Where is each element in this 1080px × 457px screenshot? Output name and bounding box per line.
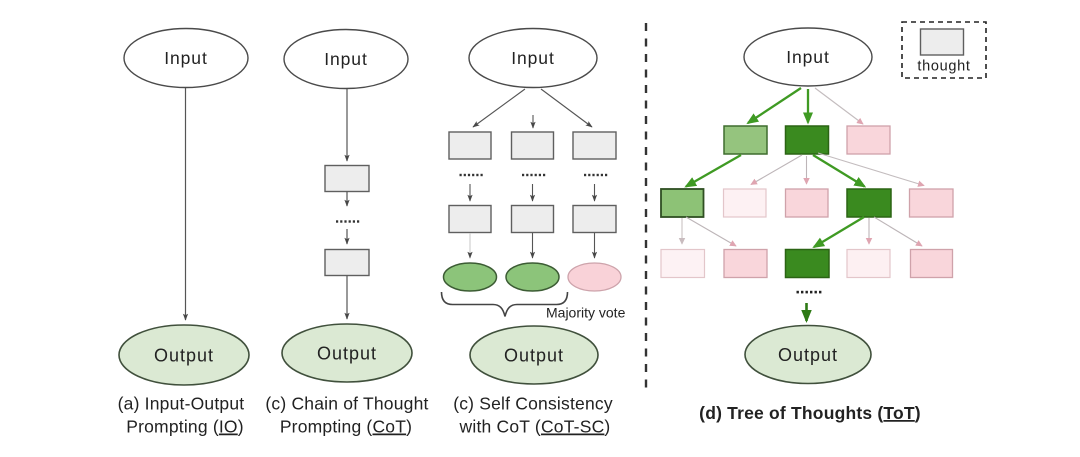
svg-text:Prompting (IO): Prompting (IO) (126, 417, 244, 437)
svg-text:(c) Self Consistency: (c) Self Consistency (453, 394, 613, 414)
svg-text:Input: Input (164, 48, 207, 68)
svg-text:Output: Output (317, 344, 377, 364)
svg-text:Output: Output (154, 346, 214, 366)
svg-text:Input: Input (786, 47, 829, 67)
svg-text:Output: Output (778, 345, 838, 365)
svg-text:(a) Input-Output: (a) Input-Output (118, 394, 245, 414)
svg-text:thought: thought (917, 59, 970, 75)
svg-text:Output: Output (504, 346, 564, 366)
svg-text:Input: Input (324, 49, 367, 69)
svg-text:(d) Tree of Thoughts (ToT): (d) Tree of Thoughts (ToT) (699, 403, 921, 423)
svg-text:Majority vote: Majority vote (546, 305, 626, 321)
svg-text:Input: Input (511, 48, 554, 68)
svg-text:Prompting (CoT): Prompting (CoT) (280, 417, 412, 437)
svg-text:(c) Chain of Thought: (c) Chain of Thought (265, 394, 428, 414)
svg-text:with CoT (CoT-SC): with CoT (CoT-SC) (459, 417, 611, 437)
